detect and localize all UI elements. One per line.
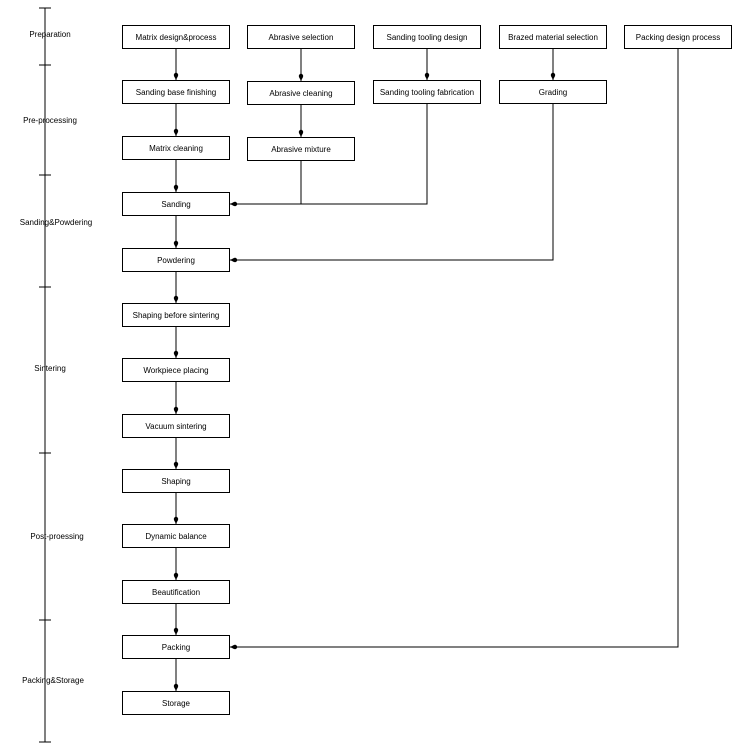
- stage-label-sanding-powdering: Sanding&Powdering: [19, 218, 93, 227]
- node-abrasive-mixture: Abrasive mixture: [247, 137, 355, 161]
- brazed-connector-0-arrowhead: [551, 76, 555, 80]
- main-connector-6-arrowhead: [174, 410, 178, 414]
- node-abrasive-cleaning: Abrasive cleaning: [247, 81, 355, 105]
- node-sanding: Sanding: [122, 192, 230, 216]
- node-sanding-tooling-fabrication: Sanding tooling fabrication: [373, 80, 481, 104]
- node-shaping-before-sintering: Shaping before sintering: [122, 303, 230, 327]
- node-powdering: Powdering: [122, 248, 230, 272]
- main-connector-5-arrowhead: [174, 354, 178, 358]
- tooling-to-sanding: [230, 104, 428, 205]
- node-shaping: Shaping: [122, 469, 230, 493]
- packing-design-to-packing: [230, 49, 679, 648]
- node-matrix-cleaning: Matrix cleaning: [122, 136, 230, 160]
- node-packing-design-process: Packing design process: [624, 25, 732, 49]
- main-connector-1-arrowhead: [174, 132, 178, 136]
- main-connector-11-arrowhead: [174, 687, 178, 691]
- main-connector-3-arrowhead: [174, 244, 178, 248]
- node-abrasive-selection: Abrasive selection: [247, 25, 355, 49]
- grading-to-powdering: [230, 104, 554, 261]
- stage-label-post-processing: Post-proessing: [30, 532, 84, 541]
- node-matrix-design: Matrix design&process: [122, 25, 230, 49]
- node-grading: Grading: [499, 80, 607, 104]
- node-storage: Storage: [122, 691, 230, 715]
- abrasive-connector-0-arrowhead: [299, 77, 303, 81]
- stage-label-sintering: Sintering: [34, 364, 66, 373]
- main-connector-9-arrowhead: [174, 576, 178, 580]
- feed-packing-arrowhead: [230, 645, 234, 649]
- stage-label-pre-processing: Pre-processing: [23, 116, 77, 125]
- stage-label-preparation: Preparation: [29, 30, 71, 39]
- feed-sanding-arrowhead: [230, 202, 234, 206]
- node-dynamic-balance: Dynamic balance: [122, 524, 230, 548]
- node-brazed-material-selection: Brazed material selection: [499, 25, 607, 49]
- node-packing: Packing: [122, 635, 230, 659]
- feed-powdering-arrowhead: [230, 258, 234, 262]
- main-connector-2-arrowhead: [174, 188, 178, 192]
- main-connector-10-arrowhead: [174, 631, 178, 635]
- main-connector-4-arrowhead: [174, 299, 178, 303]
- stage-label-packing-storage: Packing&Storage: [22, 676, 84, 685]
- node-sanding-base-finishing: Sanding base finishing: [122, 80, 230, 104]
- tooling-connector-0-arrowhead: [425, 76, 429, 80]
- abrasive-connector-1-arrowhead: [299, 133, 303, 137]
- node-vacuum-sintering: Vacuum sintering: [122, 414, 230, 438]
- main-connector-0-arrowhead: [174, 76, 178, 80]
- node-sanding-tooling-design: Sanding tooling design: [373, 25, 481, 49]
- main-connector-8-arrowhead: [174, 520, 178, 524]
- node-beautification: Beautification: [122, 580, 230, 604]
- main-connector-7-arrowhead: [174, 465, 178, 469]
- node-workpiece-placing: Workpiece placing: [122, 358, 230, 382]
